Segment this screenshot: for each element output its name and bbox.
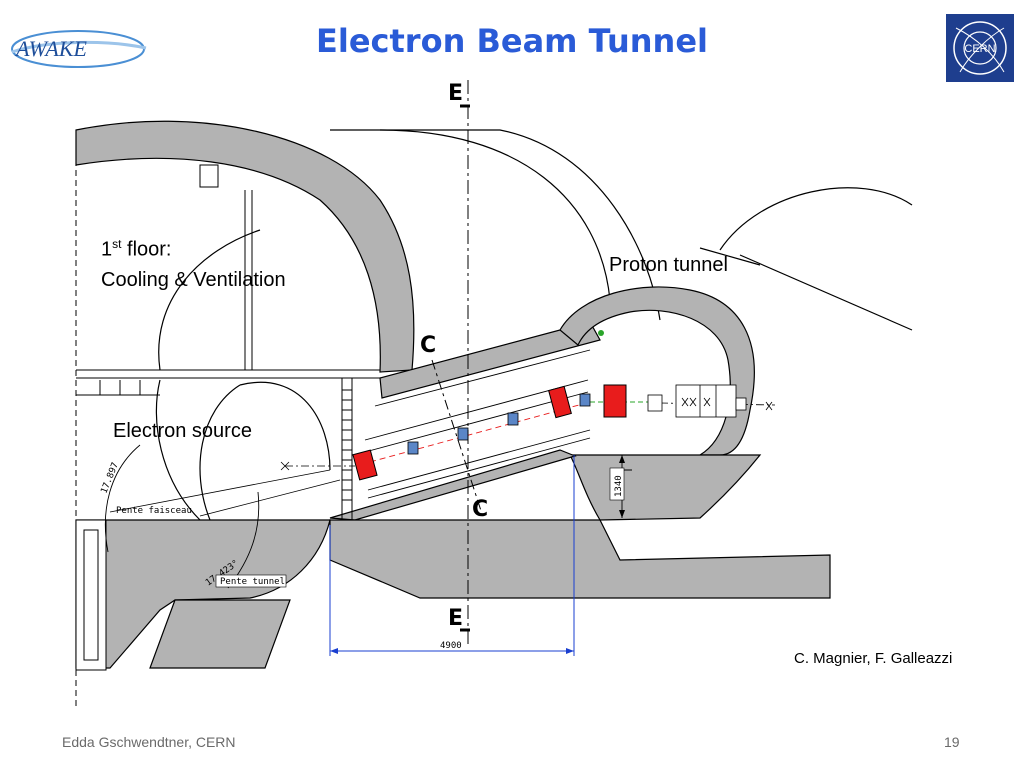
drawing-credits: C. Magnier, F. Galleazzi: [794, 650, 953, 667]
slide-title: Electron Beam Tunnel: [316, 22, 708, 60]
proton-magnet: [603, 384, 627, 418]
quadrupole-1: [407, 441, 419, 455]
section-c-bottom: C: [472, 497, 488, 522]
page-number: 19: [944, 734, 960, 750]
section-line-c: [431, 359, 485, 521]
section-e-top: E: [448, 81, 463, 106]
quadrupole-4: [579, 393, 591, 407]
floor-suffix: st: [112, 237, 122, 251]
quadrupole-3: [507, 412, 519, 426]
floor-number: 1: [101, 238, 113, 261]
floor-word: floor:: [121, 238, 172, 261]
dim-width-label: 4900: [440, 641, 462, 651]
cern-logo-text: CERN: [964, 43, 995, 55]
dipole-magnet-merge: [548, 385, 572, 419]
angle-beam-label: 17.897: [100, 461, 121, 495]
floor-purpose: Cooling & Ventilation: [101, 268, 286, 291]
awake-logo: AWAKE: [11, 30, 147, 68]
dim-height-label: 1340: [614, 475, 624, 497]
quadrupole-2: [457, 427, 469, 441]
awake-logo-text: AWAKE: [14, 36, 88, 61]
cern-logo: CERN: [946, 14, 1014, 82]
tunnel-slope-label: Pente tunnel: [220, 577, 285, 587]
footer-author: Edda Gschwendtner, CERN: [62, 734, 236, 750]
electron-source-label: Electron source: [113, 420, 252, 442]
section-e-bottom: E: [448, 606, 463, 631]
floor-label: 1st floor: Cooling & Ventilation: [101, 229, 286, 295]
proton-tunnel-label: Proton tunnel: [609, 254, 728, 276]
dipole-magnet-source: [352, 449, 378, 481]
section-c-top: C: [420, 333, 436, 358]
beam-slope-label: Pente faisceau: [116, 506, 192, 516]
